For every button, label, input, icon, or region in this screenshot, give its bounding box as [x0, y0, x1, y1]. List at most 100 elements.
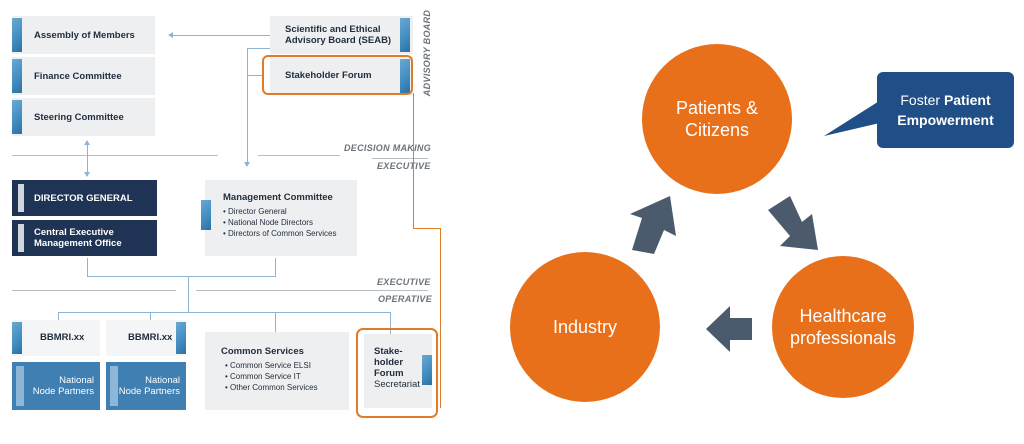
stakeholder-forum-secretariat-box: Stake- holder Forum Secretariat — [364, 334, 432, 408]
management-committee-title: Management Committee — [223, 192, 333, 203]
connector-line — [172, 35, 270, 36]
edge-marker — [16, 366, 24, 406]
arrow-healthcare-to-industry-icon — [706, 306, 752, 352]
stakeholder-forum-label: Stakeholder Forum — [285, 70, 372, 81]
stakeholder-forum-box: Stakeholder Forum — [270, 57, 413, 95]
common-services-title: Common Services — [221, 346, 304, 357]
operative-label: OPERATIVE — [378, 294, 433, 304]
flag-icon — [12, 59, 22, 93]
connector-line — [87, 258, 88, 276]
central-executive-office-label: Central Executive Management Office — [34, 220, 153, 256]
arrow-patients-to-healthcare-icon — [768, 196, 818, 250]
healthcare-line2: professionals — [789, 328, 897, 348]
finance-committee-label: Finance Committee — [34, 70, 122, 82]
sf-line1: Stake- — [374, 346, 403, 357]
patients-citizens-circle: Patients & Citizens — [642, 44, 792, 194]
nnp-2-line2: Node Partners — [118, 386, 180, 397]
central-executive-office-box: Central Executive Management Office — [12, 220, 157, 256]
management-committee-box: Management Committee • Director General … — [205, 180, 357, 256]
sf-line4: Secretariat — [374, 379, 420, 390]
national-node-partners-label-2: National Node Partners — [119, 375, 180, 397]
industry-label: Industry — [552, 317, 618, 337]
arrow-left-icon — [168, 32, 173, 38]
executive-bottom-line-left — [12, 290, 176, 291]
flag-icon — [176, 322, 186, 354]
sf-line3: Forum — [374, 368, 404, 379]
decision-making-line-left — [12, 155, 218, 156]
connector-line — [58, 312, 59, 320]
arrow-down-icon — [244, 162, 250, 167]
stakeholder-forum-secretariat-highlight — [356, 328, 438, 418]
director-general-box: DIRECTOR GENERAL — [12, 180, 157, 216]
orange-connector — [413, 228, 441, 229]
industry-circle: Industry — [510, 252, 660, 402]
assembly-of-members-box: Assembly of Members — [12, 16, 155, 54]
healthcare-line1: Healthcare — [799, 306, 887, 326]
ceo-line2: Management Office — [34, 238, 122, 249]
edge-marker — [110, 366, 118, 406]
management-committee-list: • Director General • National Node Direc… — [223, 206, 337, 239]
executive-label-top: EXECUTIVE — [377, 161, 431, 171]
connector-line — [150, 312, 151, 320]
management-item: • National Node Directors — [223, 218, 313, 227]
common-service-item: • Other Common Services — [225, 383, 318, 392]
executive-label-bottom: EXECUTIVE — [377, 277, 431, 287]
connector-line — [275, 258, 276, 276]
patients-line2: Citizens — [684, 120, 749, 140]
seab-line2: Advisory Board (SEAB) — [285, 35, 392, 46]
bbmri-box-2: BBMRI.xx — [106, 320, 186, 356]
flag-icon — [12, 322, 22, 354]
flag-icon — [422, 355, 432, 385]
common-services-box: Common Services • Common Service ELSI • … — [205, 332, 349, 410]
connector-line — [247, 48, 270, 49]
orange-connector — [440, 228, 441, 408]
orange-connector — [413, 93, 414, 228]
executive-top-line — [372, 158, 428, 159]
stakeholder-forum-highlight — [262, 55, 413, 95]
healthcare-professionals-circle: Healthcare professionals — [772, 256, 914, 398]
finance-committee-box: Finance Committee — [12, 57, 155, 95]
connector-line — [275, 312, 276, 332]
patients-citizens-label: Patients & Citizens — [676, 97, 758, 141]
common-service-item: • Common Service ELSI — [225, 361, 311, 370]
arrow-up-icon — [84, 140, 90, 145]
flag-icon — [400, 59, 410, 93]
director-general-label: DIRECTOR GENERAL — [34, 192, 133, 204]
seab-label: Scientific and Ethical Advisory Board (S… — [285, 24, 391, 46]
management-item: • Director General — [223, 207, 287, 216]
connector-line — [87, 276, 276, 277]
steering-committee-label: Steering Committee — [34, 111, 124, 123]
executive-bottom-line-right — [196, 290, 428, 291]
connector-line — [247, 75, 262, 76]
flag-icon — [400, 18, 410, 52]
patients-line1: Patients & — [675, 98, 759, 118]
common-service-item: • Common Service IT — [225, 372, 301, 381]
connector-line — [87, 142, 88, 174]
arrow-industry-to-patients-icon — [630, 196, 676, 254]
foster-patient-empowerment-callout: Foster Patient Empowerment — [877, 72, 1014, 148]
callout-bold1: Patient — [943, 92, 991, 108]
ceo-line1: Central Executive — [34, 227, 114, 238]
nnp-2-line1: National — [145, 375, 180, 386]
connector-line — [247, 48, 248, 163]
management-item: • Directors of Common Services — [223, 229, 337, 238]
flag-icon — [12, 18, 22, 52]
edge-marker — [18, 224, 24, 252]
callout-bold2: Empowerment — [897, 112, 994, 128]
connector-line — [188, 276, 189, 312]
flag-icon — [201, 200, 211, 230]
bbmri-box-1: BBMRI.xx — [12, 320, 100, 356]
seab-box: Scientific and Ethical Advisory Board (S… — [270, 16, 413, 54]
connector-line — [390, 312, 391, 334]
common-services-list: • Common Service ELSI • Common Service I… — [225, 360, 318, 393]
connector-line — [58, 312, 391, 313]
national-node-partners-box-2: National Node Partners — [106, 362, 186, 410]
decision-making-label: DECISION MAKING — [344, 143, 432, 153]
bbmri-label-1: BBMRI.xx — [40, 332, 85, 343]
decision-making-line-right — [258, 155, 340, 156]
national-node-partners-box-1: National Node Partners — [12, 362, 100, 410]
advisory-board-label: ADVISORY BOARD — [422, 9, 432, 97]
steering-committee-box: Steering Committee — [12, 98, 155, 136]
edge-marker — [18, 184, 24, 212]
callout-pointer — [824, 98, 884, 136]
